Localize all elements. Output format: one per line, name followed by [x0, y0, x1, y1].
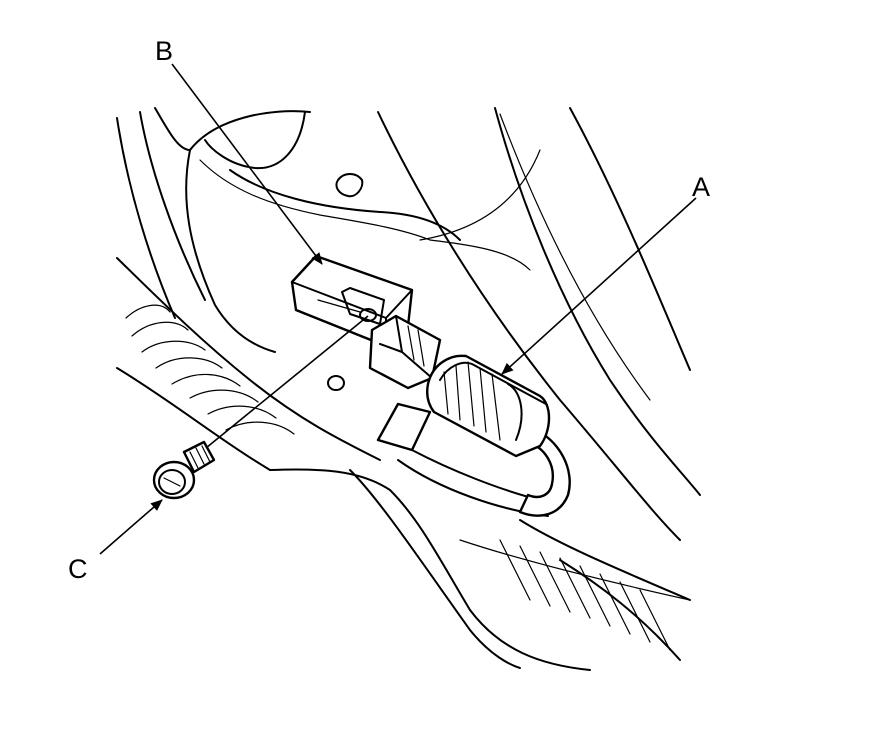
- connector-a: [426, 354, 551, 458]
- sensor-b: [290, 254, 442, 390]
- wire-harness: [376, 402, 571, 517]
- leader-line-a: [501, 197, 697, 375]
- leader-line-b: [171, 63, 323, 265]
- body-panel: [116, 107, 701, 671]
- leader-line-c: [99, 499, 163, 555]
- callout-label-c: C: [68, 554, 88, 584]
- callout-label-b: B: [155, 36, 173, 66]
- bolt-alignment-line: [205, 315, 369, 449]
- callout-label-a: A: [692, 172, 710, 202]
- bolt-c: [152, 440, 216, 500]
